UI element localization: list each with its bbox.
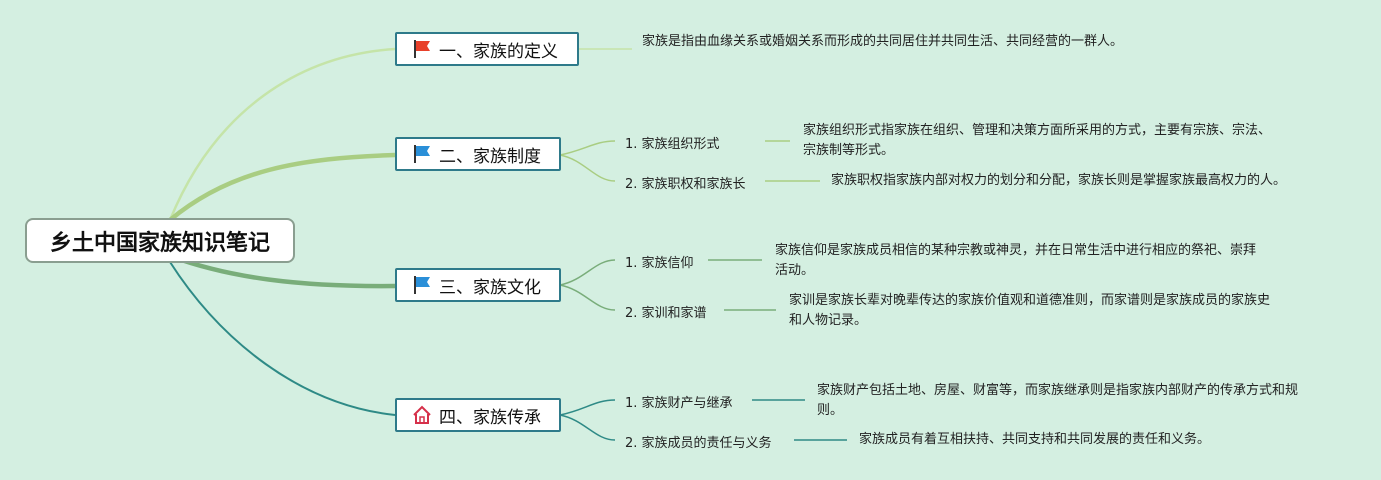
connector-branch2-child2 <box>559 154 616 182</box>
branch-title: 二、家族制度 <box>439 146 541 167</box>
connector-branch2-child1 <box>559 140 616 156</box>
connector-root-branch4 <box>169 261 396 416</box>
branch-definition-description: 家族是指由血缘关系或婚姻关系而形成的共同居住并共同生活、共同经营的一群人。 <box>642 34 1124 49</box>
subtopic-member-duties-description: 家族成员有着互相扶持、共同支持和共同发展的责任和义务。 <box>859 432 1211 447</box>
branch-definition[interactable]: 一、家族的定义 <box>395 32 579 66</box>
subtopic-family-precepts-genealogy-description: 家训是家族长辈对晚辈传达的家族价值观和道德准则，而家谱则是家族成员的家族史和人物… <box>789 293 1271 328</box>
subtopic-belief-description: 家族信仰是家族成员相信的某种宗教或神灵，并在日常生活中进行相应的祭祀、崇拜活动。 <box>775 243 1257 278</box>
subtopic-authority-and-head-description: 家族职权指家族内部对权力的划分和分配，家族长则是掌握家族最高权力的人。 <box>831 173 1287 188</box>
branch-culture[interactable]: 三、家族文化 <box>395 268 561 302</box>
subtopic-property-inheritance-description: 家族财产包括土地、房屋、财富等，而家族继承则是指家族内部财产的传承方式和规则。 <box>817 383 1299 418</box>
connector-branch4-child2 <box>559 414 616 441</box>
connector-root-branch1 <box>168 47 396 221</box>
subtopic-member-duties[interactable]: 2. 家族成员的责任与义务 <box>625 436 772 451</box>
branch-title: 三、家族文化 <box>439 277 541 298</box>
red-flag-icon <box>411 38 433 60</box>
subtopic-family-precepts-genealogy[interactable]: 2. 家训和家谱 <box>625 306 707 321</box>
house-icon <box>411 404 433 426</box>
subtopic-organization-form-description: 家族组织形式指家族在组织、管理和决策方面所采用的方式，主要有宗族、宗法、宗族制等… <box>803 123 1272 158</box>
subtopic-property-inheritance[interactable]: 1. 家族财产与继承 <box>625 396 733 411</box>
root-topic[interactable]: 乡土中国家族知识笔记 <box>25 218 295 263</box>
branch-system[interactable]: 二、家族制度 <box>395 137 561 171</box>
subtopic-belief[interactable]: 1. 家族信仰 <box>625 256 694 271</box>
connector-branch4-child1 <box>559 399 616 416</box>
branch-title: 四、家族传承 <box>439 407 541 428</box>
blue-flag-icon <box>411 143 433 165</box>
subtopic-organization-form[interactable]: 1. 家族组织形式 <box>625 137 720 152</box>
branch-inheritance[interactable]: 四、家族传承 <box>395 398 561 432</box>
blue-flag-icon <box>411 274 433 296</box>
connector-root-branch3 <box>169 253 396 289</box>
connector-branch3-child1 <box>559 259 616 286</box>
connector-branch3-child2 <box>559 284 616 311</box>
connector-root-branch2 <box>168 152 396 222</box>
subtopic-authority-and-head[interactable]: 2. 家族职权和家族长 <box>625 177 746 192</box>
branch-title: 一、家族的定义 <box>439 41 558 62</box>
